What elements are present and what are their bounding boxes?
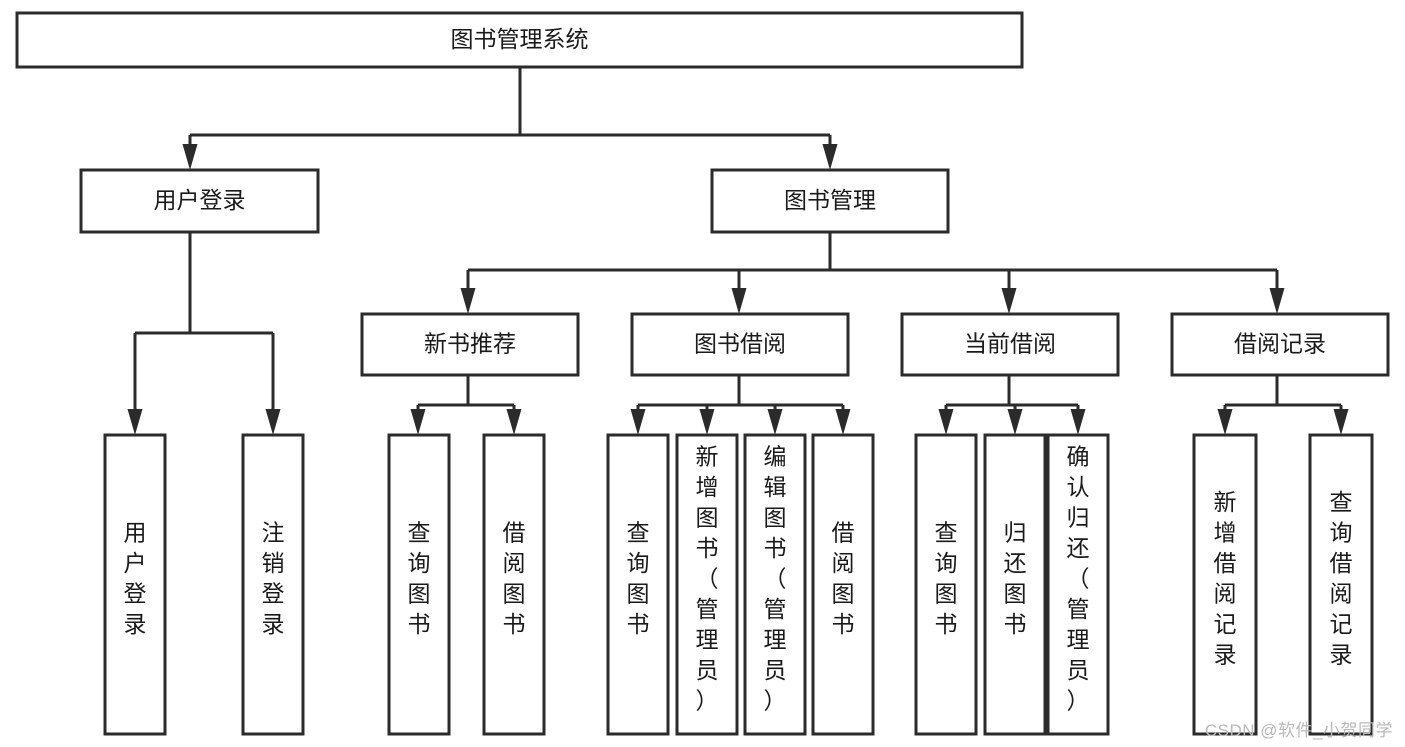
- node-nbr-query-book[interactable]: 查询图书: [387, 433, 451, 736]
- node-book-borrow-label: 图书借阅: [694, 331, 786, 357]
- node-bb-borrow-book-label: 借阅图书: [832, 520, 855, 638]
- arrow-head-br-arm-1: [1217, 409, 1233, 435]
- node-br-query-record-box[interactable]: [1308, 433, 1374, 736]
- node-nbr-query-book-box[interactable]: [387, 433, 451, 736]
- node-bb-add-book[interactable]: 新增图书（管理员）: [675, 433, 739, 736]
- connector-layer: [127, 67, 1349, 435]
- node-leaf-user-logout-label: 注销登录: [262, 520, 285, 638]
- node-cb-confirm-return-label: 确认归还（管理员）: [1067, 443, 1090, 713]
- node-bb-borrow-book-box[interactable]: [811, 433, 875, 736]
- node-user-login-group-box[interactable]: [79, 168, 320, 234]
- node-book-manage-group-box[interactable]: [710, 168, 950, 234]
- node-root-system-label: 图书管理系统: [451, 26, 589, 52]
- arrow-head-bm-arm-4: [1269, 288, 1285, 314]
- node-new-book-rec-label: 新书推荐: [424, 331, 516, 357]
- node-new-book-rec-box[interactable]: [360, 312, 580, 377]
- arrow-head-ul-arm-2: [265, 409, 281, 435]
- arrow-head-bm-arm-3: [1001, 288, 1017, 314]
- node-br-query-record[interactable]: 查询借阅记录: [1308, 433, 1374, 736]
- node-bb-edit-book-box[interactable]: [743, 433, 807, 736]
- arrow-head-bb-arm-1: [630, 409, 646, 435]
- arrow-head-cb-arm-3: [1070, 409, 1086, 435]
- node-bb-add-book-box[interactable]: [675, 433, 739, 736]
- arrow-head-ul-arm-1: [127, 409, 143, 435]
- node-book-manage-group[interactable]: 图书管理: [710, 168, 950, 234]
- node-br-query-record-label: 查询借阅记录: [1330, 489, 1353, 668]
- node-user-login-group-label: 用户登录: [154, 187, 246, 213]
- node-root-system[interactable]: 图书管理系统: [15, 11, 1024, 69]
- node-nbr-borrow-book-box[interactable]: [482, 433, 546, 736]
- node-bb-query-book-box[interactable]: [606, 433, 670, 736]
- node-leaf-user-login[interactable]: 用户登录: [103, 433, 167, 736]
- node-cb-confirm-return[interactable]: 确认归还（管理员）: [1046, 433, 1110, 736]
- arrow-head-br-arm-2: [1333, 409, 1349, 435]
- node-book-manage-group-label: 图书管理: [784, 187, 876, 213]
- node-user-login-group[interactable]: 用户登录: [79, 168, 320, 234]
- node-cb-return-book-label: 归还图书: [1004, 520, 1027, 638]
- node-leaf-user-logout-box[interactable]: [241, 433, 305, 736]
- node-borrow-record-box[interactable]: [1170, 312, 1390, 377]
- node-borrow-record-label: 借阅记录: [1234, 331, 1326, 357]
- arrow-head-bb-arm-3: [767, 409, 783, 435]
- arrow-head-bm-arm-2: [731, 288, 747, 314]
- node-cb-confirm-return-box[interactable]: [1046, 433, 1110, 736]
- node-nbr-query-book-label: 查询图书: [408, 520, 431, 638]
- node-bb-add-book-label: 新增图书（管理员）: [696, 443, 719, 713]
- watermark-label: CSDN @软件_小贺同学: [1204, 721, 1393, 740]
- arrow-head-bm-arm-1: [460, 288, 476, 314]
- node-leaf-user-login-label: 用户登录: [124, 520, 147, 638]
- arrow-head-bb-arm-4: [835, 409, 851, 435]
- arrow-head-nbr-arm-2: [506, 409, 522, 435]
- node-bb-query-book[interactable]: 查询图书: [606, 433, 670, 736]
- arrow-head-nbr-arm-1: [410, 409, 426, 435]
- node-cb-query-book-box[interactable]: [914, 433, 978, 736]
- node-cb-query-book[interactable]: 查询图书: [914, 433, 978, 736]
- node-root-system-box[interactable]: [15, 11, 1024, 69]
- node-leaf-user-login-box[interactable]: [103, 433, 167, 736]
- node-book-borrow[interactable]: 图书借阅: [630, 312, 850, 377]
- node-leaf-user-logout[interactable]: 注销登录: [241, 433, 305, 736]
- node-book-borrow-box[interactable]: [630, 312, 850, 377]
- node-br-add-record-label: 新增借阅记录: [1214, 489, 1237, 668]
- arrow-head-to-user-login: [182, 144, 198, 170]
- arrow-head-cb-arm-1: [938, 409, 954, 435]
- node-cb-return-book-box[interactable]: [983, 433, 1047, 736]
- node-nbr-borrow-book-label: 借阅图书: [503, 520, 526, 638]
- node-layer: 图书管理系统用户登录用户登录注销登录图书管理新书推荐查询图书借阅图书图书借阅查询…: [15, 11, 1390, 736]
- node-bb-borrow-book[interactable]: 借阅图书: [811, 433, 875, 736]
- node-bb-edit-book-label: 编辑图书（管理员）: [764, 443, 787, 713]
- arrow-head-to-book-manage: [822, 144, 838, 170]
- node-cb-return-book[interactable]: 归还图书: [983, 433, 1047, 736]
- node-cb-query-book-label: 查询图书: [935, 520, 958, 638]
- node-bb-edit-book[interactable]: 编辑图书（管理员）: [743, 433, 807, 736]
- node-borrow-record[interactable]: 借阅记录: [1170, 312, 1390, 377]
- node-bb-query-book-label: 查询图书: [627, 520, 650, 638]
- node-nbr-borrow-book[interactable]: 借阅图书: [482, 433, 546, 736]
- node-current-borrow-box[interactable]: [900, 312, 1120, 377]
- node-br-add-record[interactable]: 新增借阅记录: [1192, 433, 1258, 736]
- arrow-head-cb-arm-2: [1007, 409, 1023, 435]
- arrow-head-bb-arm-2: [699, 409, 715, 435]
- node-current-borrow[interactable]: 当前借阅: [900, 312, 1120, 377]
- node-new-book-rec[interactable]: 新书推荐: [360, 312, 580, 377]
- node-br-add-record-box[interactable]: [1192, 433, 1258, 736]
- node-current-borrow-label: 当前借阅: [964, 331, 1056, 357]
